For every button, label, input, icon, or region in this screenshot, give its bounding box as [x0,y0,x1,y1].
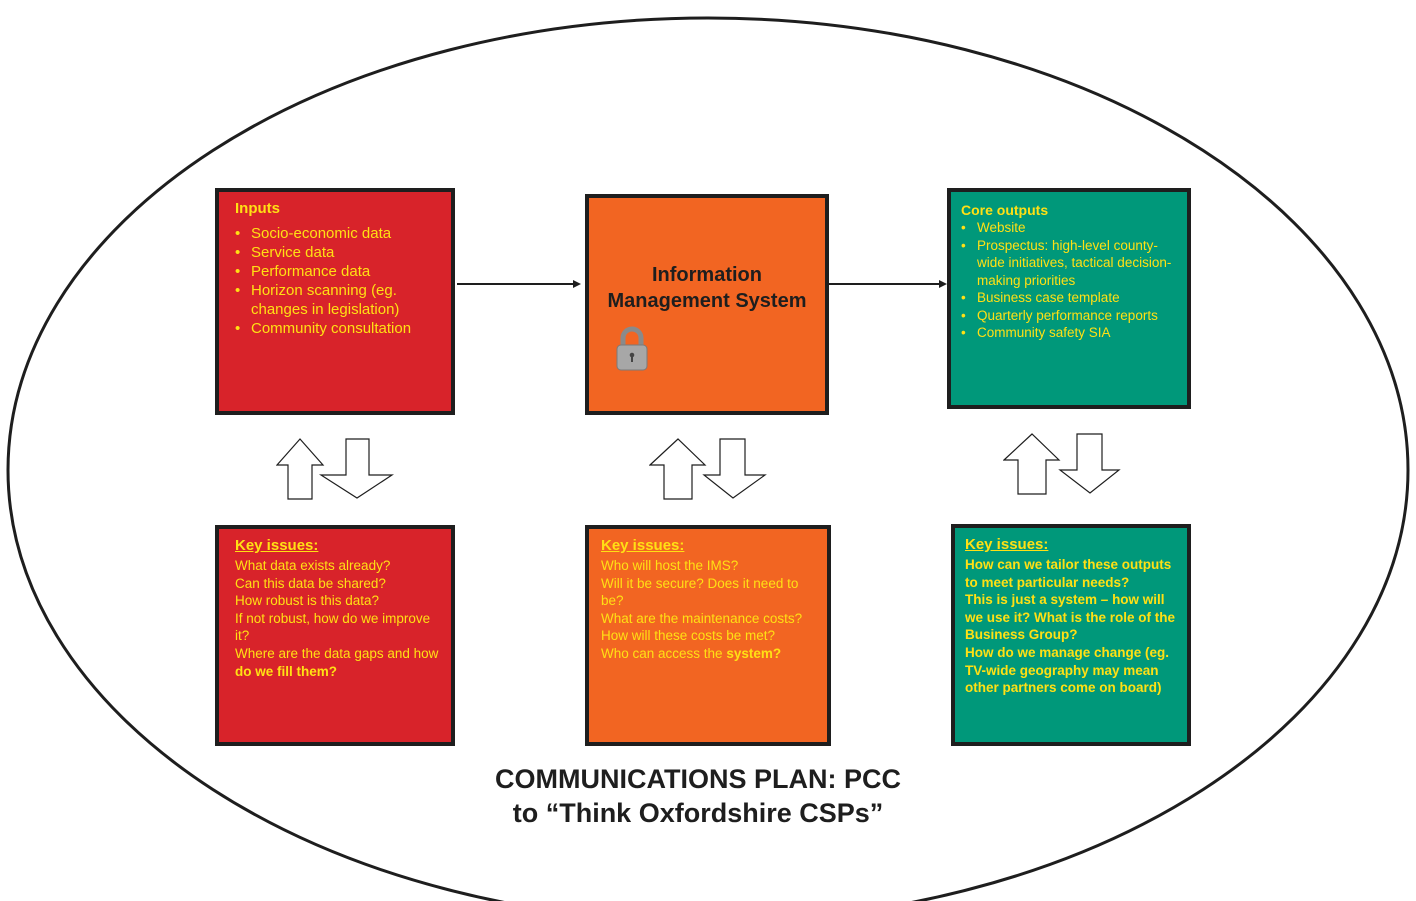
list-item: Performance data [235,262,443,281]
issue-text: Where are the data gaps and how [235,645,439,661]
list-item: Community consultation [235,319,443,338]
arrow-ims-to-outputs [829,280,947,288]
updown-arrows-right [1003,433,1121,495]
ims-title-line2: Management System [607,290,807,312]
inputs-title: Inputs [235,200,280,217]
issue-text: Who can access the [601,645,727,661]
list-item: Will it be secure? Does it need to be? [601,575,799,609]
list-item: Service data [235,243,443,262]
list-item: How can we tailor these outputs to meet … [965,557,1172,590]
key-issues-inputs-box: Key issues: What data exists already? Ca… [215,525,455,746]
list-item: Can this data be shared? [235,575,386,591]
inputs-list: Socio-economic data Service data Perform… [235,224,443,338]
issue-text-bold: system? [726,645,782,661]
diagram-title-line2: to “Think Oxfordshire CSPs” [512,798,884,828]
list-item: Business case template [961,289,1179,307]
list-item: Website [961,219,1179,237]
diagram-title-line1: COMMUNICATIONS PLAN: PCC [495,764,901,794]
list-item: How robust is this data? [235,593,380,609]
key-issues-ims-box: Key issues: Who will host the IMS? Will … [585,525,831,746]
core-outputs-box: Core outputs Website Prospectus: high-le… [947,188,1191,409]
list-item: Prospectus: high-level county-wide initi… [961,237,1179,290]
key-issues-title: Key issues: [601,537,685,554]
list-item: Quarterly performance reports [961,307,1179,325]
key-issues-title: Key issues: [965,536,1049,553]
list-item: What data exists already? [235,558,391,573]
list-item: This is just a system – how will we use … [965,592,1176,643]
ims-title: Information Management System [589,262,825,314]
list-item: Horizon scanning (eg. changes in legisla… [235,281,443,319]
ims-title-line1: Information [652,264,762,286]
list-item: Socio-economic data [235,224,443,243]
arrow-inputs-to-ims [457,280,581,288]
updown-arrows-middle [649,438,767,500]
list-item: How will these costs be met? [601,628,776,644]
list-item: Community safety SIA [961,324,1179,342]
key-issues-list: How can we tailor these outputs to meet … [965,556,1179,697]
key-issues-outputs-box: Key issues: How can we tailor these outp… [951,524,1191,746]
list-item: How do we manage change (eg. TV-wide geo… [965,644,1170,696]
key-issues-title: Key issues: [235,537,319,554]
updown-arrows-left [276,438,394,500]
issue-text-bold: do we fill them? [235,663,338,679]
ims-box: Information Management System [585,194,829,415]
core-outputs-title: Core outputs [961,202,1049,218]
inputs-box: Inputs Socio-economic data Service data … [215,188,455,415]
key-issues-list: What data exists already? Can this data … [235,557,443,680]
list-item: Who can access the system? [601,645,819,663]
lock-icon [616,326,648,371]
list-item: What are the maintenance costs? [601,610,803,626]
diagram-title: COMMUNICATIONS PLAN: PCC to “Think Oxfor… [408,762,988,830]
list-item: Where are the data gaps and how do we fi… [235,645,443,680]
core-outputs-list: Website Prospectus: high-level county-wi… [961,219,1179,342]
key-issues-list: Who will host the IMS? Will it be secure… [601,557,819,663]
list-item: Who will host the IMS? [601,558,739,573]
list-item: If not robust, how do we improve it? [235,610,431,644]
